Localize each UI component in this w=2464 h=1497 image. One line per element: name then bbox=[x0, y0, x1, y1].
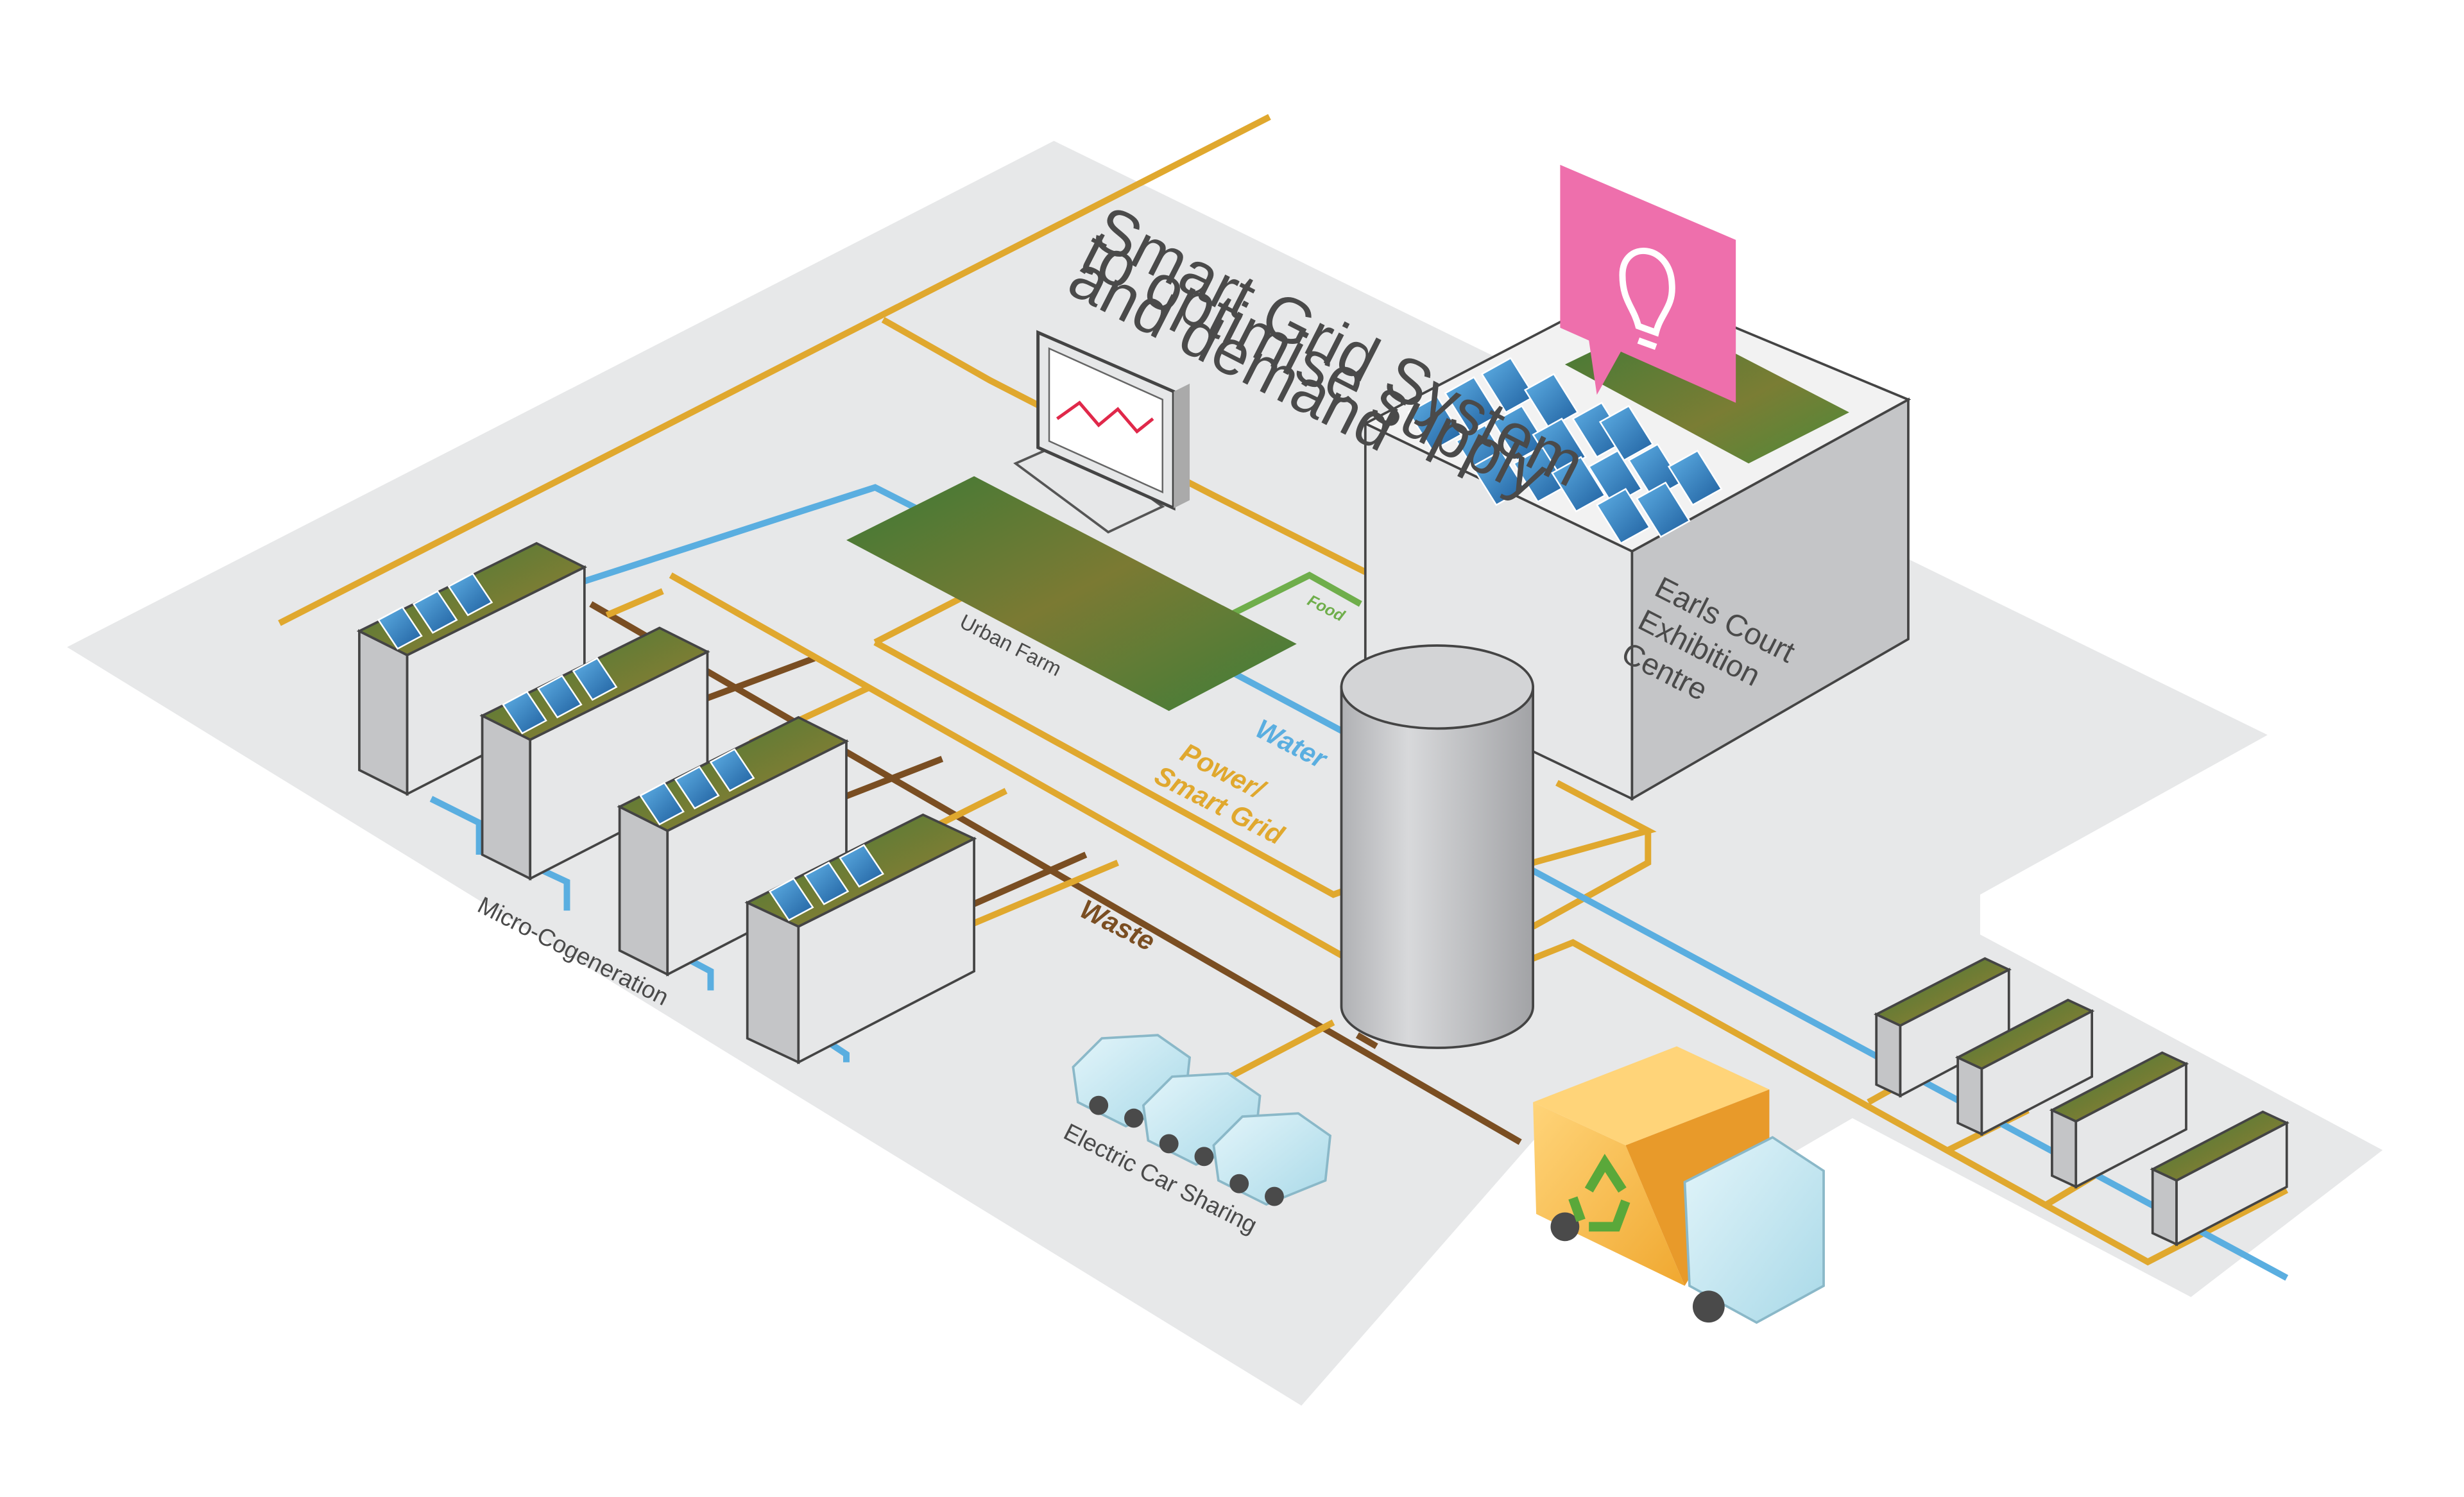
small-building bbox=[1955, 998, 2095, 1136]
cogeneration-building bbox=[356, 542, 588, 796]
cogeneration-building bbox=[617, 715, 850, 977]
lightbulb-icon bbox=[1619, 248, 1675, 350]
exhibition-centre-label: Earls Court Exhibition Centre bbox=[1616, 570, 1801, 708]
smart-grid-monitor bbox=[1013, 330, 1190, 534]
storage-tank bbox=[1340, 644, 1534, 1049]
recycle-icon bbox=[1568, 1154, 1630, 1232]
small-building bbox=[2049, 1051, 2189, 1189]
exhibition-solar-panels bbox=[1407, 357, 1723, 545]
electric-car bbox=[1212, 1112, 1332, 1206]
recycling-truck bbox=[1533, 1046, 1825, 1324]
lightbulb-pin bbox=[1560, 164, 1736, 403]
small-building bbox=[2150, 1110, 2289, 1247]
urban-farm bbox=[846, 476, 1297, 712]
cogeneration-building bbox=[744, 813, 977, 1065]
food-pipe bbox=[1228, 571, 1362, 619]
cogeneration-building bbox=[479, 626, 710, 881]
ground-plane bbox=[67, 141, 2383, 1406]
graph-line-icon bbox=[1056, 400, 1154, 434]
